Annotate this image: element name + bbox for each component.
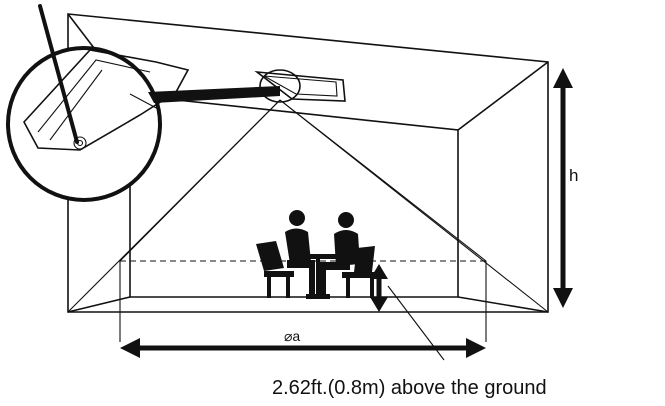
- ceiling-sensor-icon: [254, 69, 346, 103]
- sensor-height-label: 2.62ft.(0.8m) above the ground: [272, 377, 547, 399]
- magnifier-icon: [6, 4, 280, 202]
- seated-people-icon: [256, 210, 376, 299]
- diameter-arrow: [120, 338, 486, 358]
- height-label: h: [569, 166, 578, 185]
- diameter-label: ⌀a: [284, 328, 300, 344]
- sensor-height-arrow: [370, 264, 445, 361]
- height-arrow: [553, 68, 573, 308]
